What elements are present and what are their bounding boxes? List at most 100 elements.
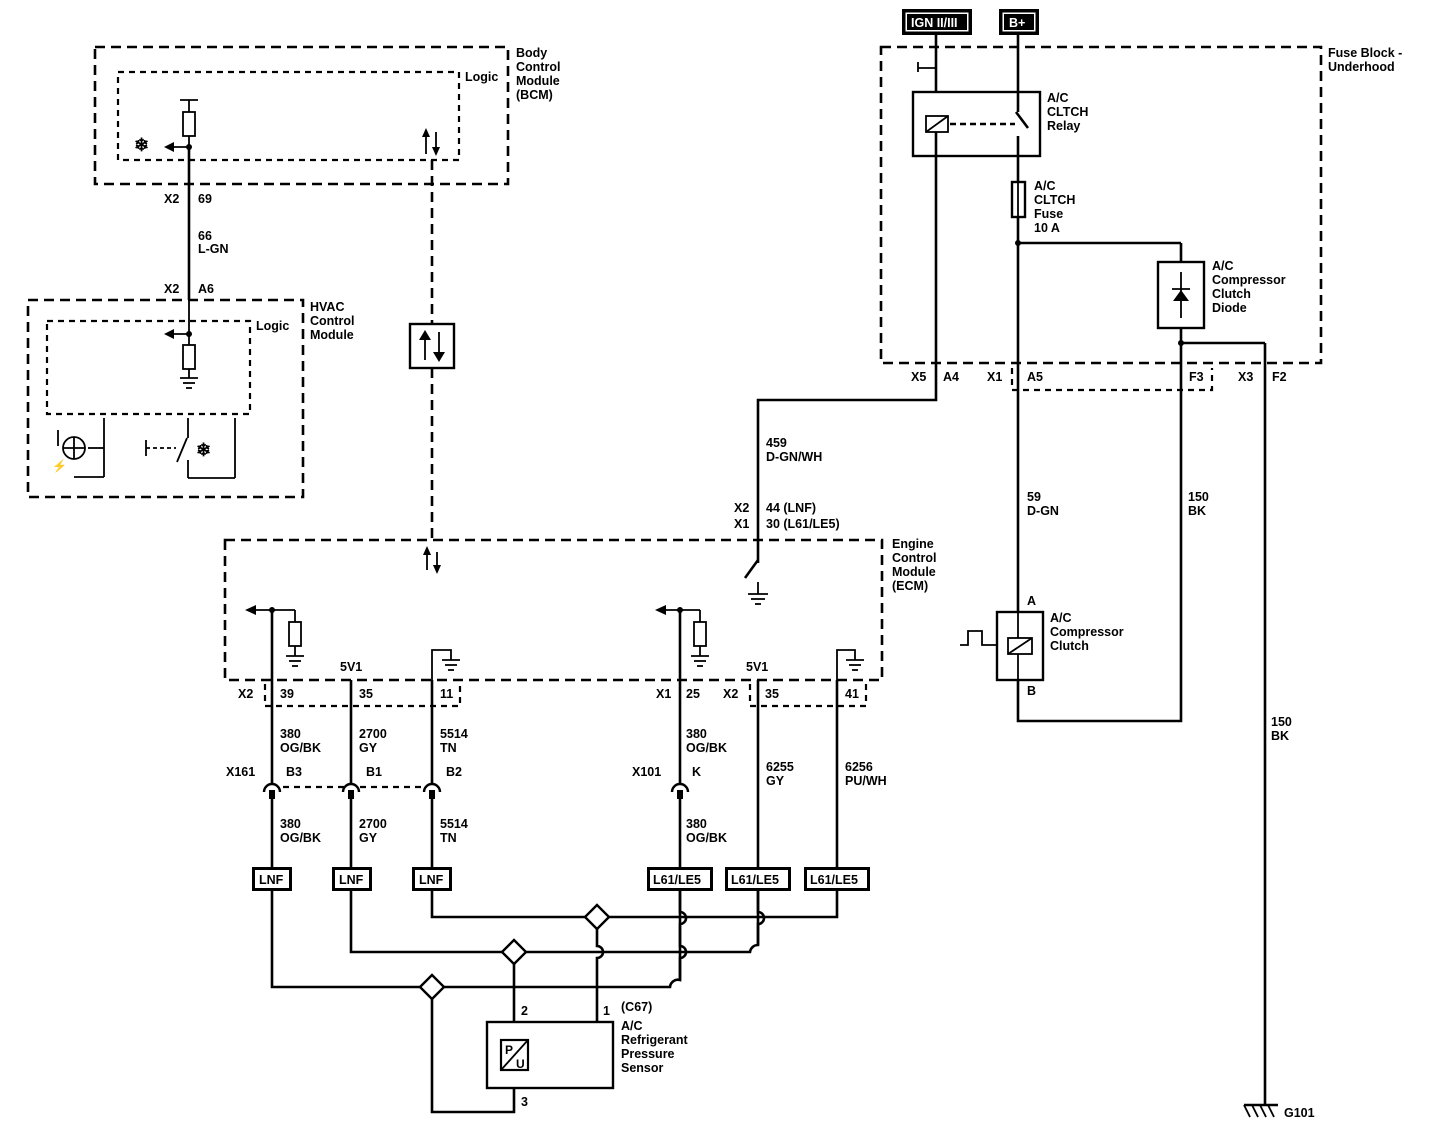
diagram-label: BK: [1188, 504, 1206, 518]
diagram-label: A/C: [621, 1019, 643, 1033]
inline-connector-x161: X161 B3 B1 B2: [226, 765, 462, 799]
diagram-label: D-GN: [1027, 504, 1059, 518]
diagram-label: A/C: [1034, 179, 1056, 193]
diagram-label: 380: [686, 727, 707, 741]
diagram-label: Logic: [256, 319, 289, 333]
diagram-label: 6255: [766, 760, 794, 774]
diagram-label: 5514: [440, 727, 468, 741]
pulse-icon: [960, 630, 997, 646]
diagram-label: U: [516, 1057, 525, 1071]
option-tag-lnf-1: LNF: [252, 867, 292, 891]
diagram-label: B+: [1009, 16, 1025, 30]
option-tag-lnf-2: LNF: [332, 867, 372, 891]
diagram-label: 6256: [845, 760, 873, 774]
diagram-label: 59: [1027, 490, 1041, 504]
diagram-label: 11: [440, 687, 453, 701]
diagram-label: HVAC: [310, 300, 345, 314]
diagram-label: X2: [238, 687, 253, 701]
diagram-label: P: [505, 1043, 513, 1057]
diagram-label: 2700: [359, 817, 387, 831]
diagram-label: OG/BK: [280, 831, 321, 845]
diagram-label: K: [692, 765, 701, 779]
diagram-label: L61/LE5: [653, 873, 701, 887]
diagram-label: X101: [632, 765, 661, 779]
diagram-label: 25: [686, 687, 700, 701]
diagram-label: 35: [359, 687, 373, 701]
diagram-label: B: [1027, 684, 1036, 698]
diagram-label: A4: [943, 370, 959, 384]
diagram-label: Control: [310, 314, 354, 328]
diagram-label: D-GN/WH: [766, 450, 822, 464]
diagram-label: 41: [845, 687, 859, 701]
diagram-label: Relay: [1047, 119, 1080, 133]
diagram-label: LNF: [419, 873, 444, 887]
diagram-label: 39: [280, 687, 294, 701]
diagram-label: OG/BK: [686, 741, 727, 755]
diagram-label: X2: [164, 192, 179, 206]
diagram-label: Logic: [465, 70, 498, 84]
diagram-label: Module: [516, 74, 560, 88]
diagram-label: PU/WH: [845, 774, 887, 788]
diagram-label: Compressor: [1050, 625, 1124, 639]
diagram-label: Clutch: [1050, 639, 1089, 653]
diagram-label: Sensor: [621, 1061, 664, 1075]
diagram-label: 5V1: [340, 660, 362, 674]
diagram-label: Module: [310, 328, 354, 342]
diagram-label: 2: [521, 1004, 528, 1018]
diagram-label: OG/BK: [686, 831, 727, 845]
splice-diamond: [500, 938, 528, 966]
diagram-label: G101: [1284, 1106, 1315, 1120]
splice-diamond: [583, 903, 611, 931]
option-tag-l61-2: L61/LE5: [725, 867, 791, 891]
diagram-label: B3: [286, 765, 302, 779]
diagram-label: Compressor: [1212, 273, 1286, 287]
diagram-label: X1: [656, 687, 671, 701]
diagram-label: X161: [226, 765, 255, 779]
splice-diamond: [418, 973, 446, 1001]
diagram-label: 380: [280, 817, 301, 831]
diagram-label: F2: [1272, 370, 1287, 384]
diagram-label: LNF: [339, 873, 364, 887]
diagram-label: A5: [1027, 370, 1043, 384]
diagram-label: B1: [366, 765, 382, 779]
diagram-label: BK: [1271, 729, 1289, 743]
diagram-label: 3: [521, 1095, 528, 1109]
diagram-label: L-GN: [198, 242, 229, 256]
diagram-label: L61/LE5: [810, 873, 858, 887]
hvac-control-module: HVAC Control Module Logic ⚡ ❄: [26, 298, 354, 499]
diagram-label: Fuse: [1034, 207, 1063, 221]
diagram-label: 66: [198, 229, 212, 243]
diagram-label: L61/LE5: [731, 873, 779, 887]
diagram-label: GY: [359, 831, 378, 845]
diagram-label: Body: [516, 46, 547, 60]
diagram-label: 380: [686, 817, 707, 831]
diagram-label: TN: [440, 741, 457, 755]
diagram-label: A/C: [1047, 91, 1069, 105]
diagram-label: TN: [440, 831, 457, 845]
body-control-module: Body Control Module (BCM) Logic ❄: [93, 45, 560, 186]
diagram-label: CLTCH: [1047, 105, 1088, 119]
diagram-label: X2: [164, 282, 179, 296]
diagram-label: X2: [734, 501, 749, 515]
diagram-label: Underhood: [1328, 60, 1395, 74]
diagram-label: 30 (L61/LE5): [766, 517, 840, 531]
diagram-label: Engine: [892, 537, 934, 551]
diagram-label: GY: [766, 774, 785, 788]
diagram-label: Pressure: [621, 1047, 675, 1061]
diagram-label: 10 A: [1034, 221, 1060, 235]
diagram-label: (C67): [621, 1000, 652, 1014]
serial-data-icon: [408, 322, 456, 370]
diagram-label: OG/BK: [280, 741, 321, 755]
diagram-label: B2: [446, 765, 462, 779]
diagram-label: (BCM): [516, 88, 553, 102]
diagram-label: 150: [1271, 715, 1292, 729]
diagram-label: CLTCH: [1034, 193, 1075, 207]
diagram-label: 5V1: [746, 660, 768, 674]
diagram-label: A/C: [1050, 611, 1072, 625]
diagram-label: 44 (LNF): [766, 501, 816, 515]
diagram-label: IGN II/III: [911, 16, 958, 30]
diagram-label: 35: [765, 687, 779, 701]
diagram-label: 150: [1188, 490, 1209, 504]
light-rays-icon: ⚡: [52, 459, 67, 473]
ground-g101: G101: [1243, 1103, 1315, 1120]
